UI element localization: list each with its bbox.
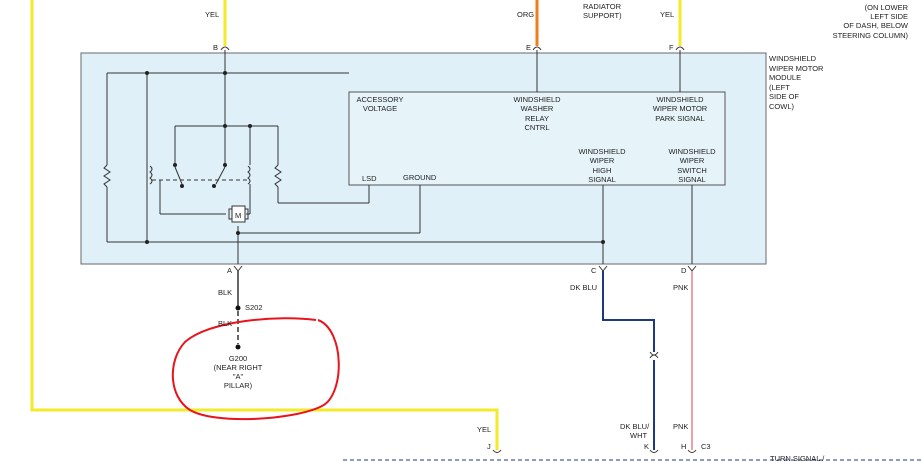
washer-relay-line: WASHER [521,104,554,113]
pin-a-label: A [227,266,232,275]
radiator-support-note: RADIATOR SUPPORT) [583,2,622,20]
switch-signal-line: WIPER [680,156,705,165]
splice-s202 [235,305,241,311]
pin-e-label: E [526,43,531,52]
park-signal-label: WINDSHIELD WIPER MOTOR PARK SIGNAL [653,95,708,123]
ground-label-line: G200 [229,354,247,363]
ground-label-line: "A" [233,372,244,381]
module-title-line: (LEFT [769,83,790,92]
wire-dk-blu-label: DK BLU [570,283,597,292]
red-annotation-circle [171,317,340,421]
pin-h-label: H [681,442,686,451]
wire-pnk-lower-label: PNK [673,422,688,431]
pin-c-label: C [591,266,597,275]
pin-d-label: D [681,266,687,275]
pin-j-label: J [487,442,491,451]
connector-c [598,265,608,272]
ground-label-line: PILLAR) [224,381,253,390]
wire-dk-blu-wht-label-2: WHT [630,431,647,440]
location-note-line: STEERING COLUMN) [833,31,909,40]
wire-yel-b-label: YEL [205,10,219,19]
park-signal-line: WINDSHIELD [656,95,704,104]
connector-h [687,449,697,453]
accessory-voltage-line: VOLTAGE [363,104,397,113]
high-signal-label: WINDSHIELD WIPER HIGH SIGNAL [578,147,626,184]
high-signal-line: HIGH [593,166,612,175]
switch-signal-label: WINDSHIELD WIPER SWITCH SIGNAL [668,147,716,184]
junction-dots [145,71,605,244]
washer-relay-line: CNTRL [524,123,549,132]
ground-label-line: (NEAR RIGHT [214,363,263,372]
connector-a [233,265,243,272]
wire-labels: YEL ORG YEL BLK BLK DK BLU PNK DK BLU/ W… [205,10,688,440]
connector-b [220,46,230,51]
pin-k-label: K [644,442,649,451]
ground-label: GROUND [403,173,437,182]
park-signal-line: WIPER MOTOR [653,104,708,113]
connector-f [675,46,685,51]
yellow-wire-left [30,0,499,450]
high-signal-line: WIPER [590,156,615,165]
park-signal-line: PARK SIGNAL [655,114,704,123]
ground-g200-label: G200 (NEAR RIGHT "A" PILLAR) [214,354,263,390]
wire-blk-upper-label: BLK [218,288,232,297]
location-note-line: LEFT SIDE [870,12,908,21]
module-title-line: SIDE OF [769,92,799,101]
high-signal-line: WINDSHIELD [578,147,626,156]
pin-b-label: B [213,43,218,52]
splice-label: S202 [245,303,263,312]
motor-label: M [235,211,241,220]
connector-k [649,449,659,453]
connector-e [532,46,542,51]
dk-blue-wire [602,271,655,352]
washer-relay-line: WINDSHIELD [513,95,561,104]
accessory-voltage-line: ACCESSORY [357,95,404,104]
lsd-label: LSD [362,174,377,183]
module-title: WINDSHIELD WIPER MOTOR MODULE (LEFT SIDE… [769,54,824,111]
module-title-line: WINDSHIELD [769,54,817,63]
washer-relay-line: RELAY [525,114,549,123]
ground-g200-dot [235,344,241,350]
pin-labels: B E F A C D J K H C3 [213,43,711,451]
connector-d [687,265,697,272]
wire-pnk-upper-label: PNK [673,283,688,292]
wiper-motor-symbol: M [228,205,249,223]
internal-circuit [103,72,693,264]
module-internal-controller-box [348,91,726,186]
switch-signal-line: WINDSHIELD [668,147,716,156]
radiator-note-line: SUPPORT) [583,11,622,20]
wire-dk-blu-wht-label-1: DK BLU/ [620,422,650,431]
washer-relay-label: WINDSHIELD WASHER RELAY CNTRL [513,95,561,132]
wire-blk-lower-label: BLK [218,319,232,328]
location-note-line: OF DASH, BELOW [843,21,909,30]
module-title-line: MODULE [769,73,801,82]
radiator-note-line: RADIATOR [583,2,622,11]
pin-f-label: F [669,43,674,52]
module-title-line: COWL) [769,102,795,111]
wire-yel-f-label: YEL [660,10,674,19]
module-title-line: WIPER MOTOR [769,64,824,73]
pin-c3-label: C3 [701,442,711,451]
turn-signal-label: TURN SIGNAL / [770,454,825,462]
wire-yel-bottom-label: YEL [477,425,491,434]
dk-blue-inline-connector [649,351,659,359]
switch-signal-line: SIGNAL [678,175,706,184]
connector-j [492,449,502,453]
location-note-line: (ON LOWER [865,3,909,12]
switch-signal-line: SWITCH [677,166,707,175]
location-note: (ON LOWER LEFT SIDE OF DASH, BELOW STEER… [833,3,909,40]
high-signal-line: SIGNAL [588,175,616,184]
wire-org-label: ORG [517,10,534,19]
accessory-voltage-label: ACCESSORY VOLTAGE [357,95,404,113]
